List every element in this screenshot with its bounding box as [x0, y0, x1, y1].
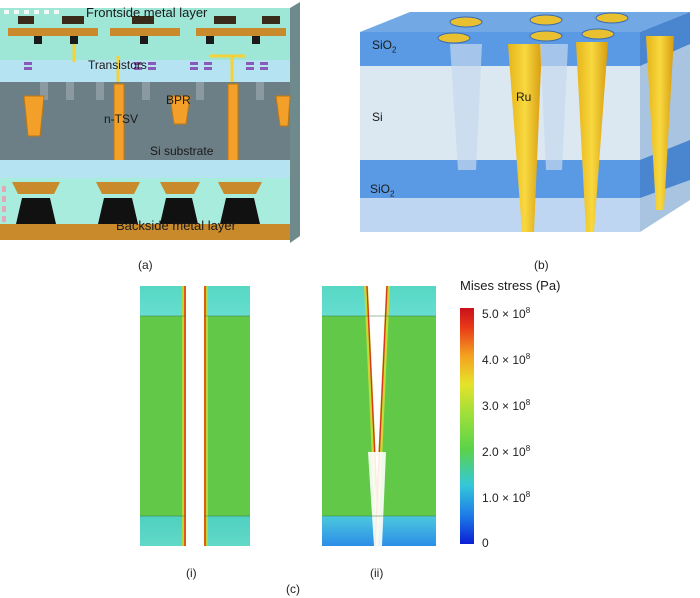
panel-c-simulations: [140, 285, 436, 547]
colorbar-tick-3: 3.0 × 108: [482, 398, 530, 413]
sio2-bottom-text: SiO: [370, 182, 391, 196]
tick-times: × 10: [498, 491, 526, 505]
colorbar-tick-5: 5.0 × 108: [482, 306, 530, 321]
panel-b-illustration: [360, 12, 690, 232]
colorbar: [460, 308, 474, 544]
caption-b: (b): [534, 258, 549, 272]
tick-mant: 1.0: [482, 491, 499, 505]
label-sio2-bottom: SiO2: [370, 182, 394, 198]
label-si-substrate: Si substrate: [150, 144, 214, 158]
tick-times: × 10: [498, 399, 526, 413]
tick-mant: 5.0: [482, 307, 499, 321]
caption-a: (a): [138, 258, 153, 272]
sio2-top-sub: 2: [392, 45, 397, 55]
label-backside: Backside metal layer: [116, 218, 236, 233]
tick-times: × 10: [498, 307, 526, 321]
label-transistors: Transistors: [88, 58, 147, 72]
caption-c: (c): [286, 582, 300, 596]
colorbar-tick-0: 0: [482, 536, 489, 550]
colorbar-tick-2: 2.0 × 108: [482, 444, 530, 459]
tick-exp: 8: [525, 306, 531, 315]
label-si: Si: [372, 110, 383, 124]
tick-times: × 10: [498, 445, 526, 459]
tick-exp: 8: [525, 398, 531, 407]
tick-mant: 3.0: [482, 399, 499, 413]
colorbar-title: Mises stress (Pa): [460, 278, 561, 293]
label-sio2-top: SiO2: [372, 38, 396, 54]
tick-exp: 8: [525, 352, 531, 361]
sio2-top-text: SiO: [372, 38, 393, 52]
label-ru: Ru: [516, 90, 532, 104]
colorbar-tick-4: 4.0 × 108: [482, 352, 530, 367]
tick-mant: 2.0: [482, 445, 499, 459]
panel-a-illustration: [0, 2, 300, 243]
label-ntsv: n-TSV: [104, 112, 139, 126]
label-bpr: BPR: [166, 93, 191, 107]
caption-c-i: (i): [186, 566, 197, 580]
tick-mant: 4.0: [482, 353, 499, 367]
sio2-bottom-sub: 2: [390, 189, 395, 199]
tick-exp: 8: [525, 490, 531, 499]
colorbar-tick-1: 1.0 × 108: [482, 490, 530, 505]
caption-c-ii: (ii): [370, 566, 384, 580]
tick-times: × 10: [498, 353, 526, 367]
tick-exp: 8: [525, 444, 531, 453]
label-frontside: Frontside metal layer: [86, 5, 208, 20]
